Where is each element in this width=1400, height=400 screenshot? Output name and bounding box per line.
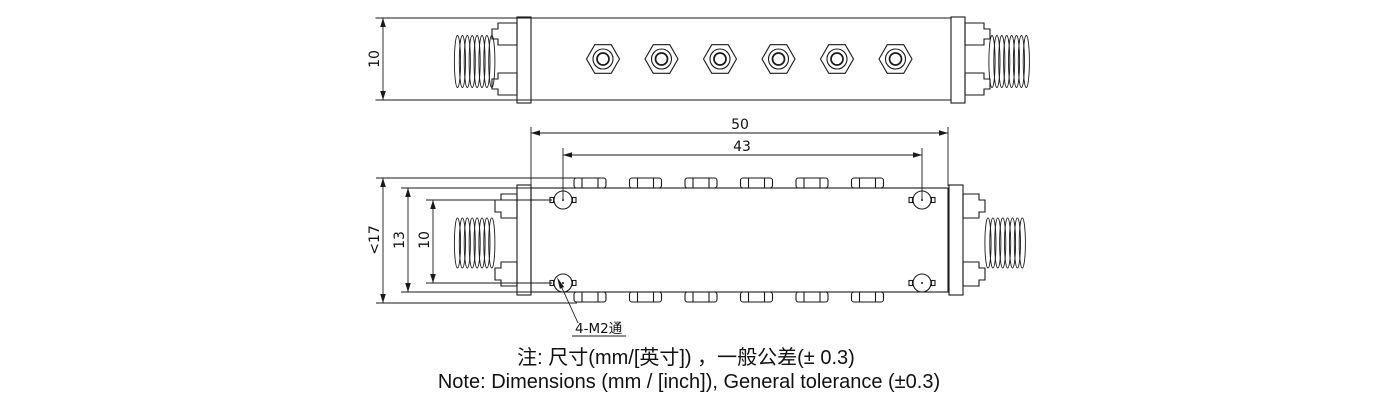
coax-connector-right-side bbox=[948, 184, 1026, 296]
connector-threads bbox=[988, 35, 1030, 88]
connector-tab bbox=[962, 193, 986, 219]
tuning-screw-side bbox=[850, 291, 885, 303]
tuning-screw-side bbox=[628, 291, 663, 303]
tuning-screw-side bbox=[684, 177, 718, 189]
coax-connector-left-side bbox=[453, 184, 532, 296]
tuning-screw-nut bbox=[878, 43, 913, 75]
note-line-zh: 注: 尺寸(mm/[英寸]) ，一般公差(± 0.3) bbox=[517, 346, 855, 369]
filter-body bbox=[530, 187, 949, 293]
dim-overall-height: <17 bbox=[367, 177, 577, 304]
connector-tab bbox=[494, 261, 518, 287]
connector-flange bbox=[516, 16, 532, 104]
dim-label-top-width: 10 bbox=[367, 50, 383, 68]
tuning-screw-side bbox=[573, 177, 607, 189]
tuning-screw-nut bbox=[819, 43, 855, 75]
connector-threads bbox=[453, 217, 496, 269]
connector-flange bbox=[950, 16, 966, 104]
connector-threads bbox=[984, 217, 1026, 269]
dim-hole-spacing-y: 10 bbox=[417, 199, 552, 284]
mounting-holes bbox=[549, 190, 936, 293]
tuning-screw-nut bbox=[702, 43, 738, 75]
tuning-screw-side bbox=[850, 177, 885, 189]
connector-tab bbox=[491, 72, 518, 96]
hole-callout-label: 4-M2通 bbox=[575, 321, 623, 337]
tuning-screw-side bbox=[628, 177, 663, 189]
tuning-screw-side bbox=[739, 177, 774, 189]
connector-tab bbox=[964, 72, 991, 96]
connector-threads bbox=[453, 35, 496, 88]
dim-hole-spacing-x: 43 bbox=[562, 139, 923, 199]
hole-callout: 4-M2通 bbox=[557, 277, 626, 337]
connector-tab bbox=[962, 261, 986, 287]
tuning-screw-side bbox=[795, 291, 829, 303]
dim-label-overall-length: 50 bbox=[731, 117, 749, 133]
tuning-screw-nut bbox=[585, 43, 621, 75]
dim-body-height: 13 bbox=[392, 187, 531, 293]
connector-flange bbox=[948, 184, 964, 296]
dim-top-view-width: 10 bbox=[367, 18, 386, 100]
connector-tab bbox=[964, 22, 991, 46]
coax-connector-left-top bbox=[453, 16, 532, 104]
coax-connector-right-top bbox=[950, 16, 1030, 104]
tuning-screw-side bbox=[573, 291, 607, 303]
leader-arrowhead bbox=[557, 277, 565, 289]
note-line-en: Note: Dimensions (mm / [inch]), General … bbox=[438, 371, 940, 393]
dim-label-hole-spacing-x: 43 bbox=[733, 139, 751, 155]
dim-overall-length: 50 bbox=[530, 117, 949, 186]
connector-flange bbox=[516, 184, 532, 296]
tuning-screws-side-bottom bbox=[573, 291, 885, 303]
top-view: 10 bbox=[367, 16, 1030, 104]
top-view-outline bbox=[375, 17, 952, 101]
dim-label-body-height: 13 bbox=[392, 231, 408, 249]
tuning-screw-nut bbox=[644, 43, 679, 75]
tuning-screw-side bbox=[684, 291, 718, 303]
tuning-screw-side bbox=[795, 177, 829, 189]
tuning-screw-nut bbox=[761, 43, 796, 75]
connector-tab bbox=[494, 193, 518, 219]
mounting-hole bbox=[908, 273, 936, 293]
dim-label-hole-spacing-y: 10 bbox=[417, 231, 433, 249]
connector-tab bbox=[491, 22, 518, 46]
side-view: 50 43 <17 13 bbox=[367, 117, 1026, 337]
tuning-screws-side-top bbox=[573, 177, 885, 189]
dim-label-overall-height: <17 bbox=[367, 225, 383, 255]
tuning-screw-side bbox=[739, 291, 774, 303]
notes: 注: 尺寸(mm/[英寸]) ，一般公差(± 0.3) Note: Dimens… bbox=[438, 346, 940, 393]
tuning-screws-top bbox=[585, 43, 913, 75]
